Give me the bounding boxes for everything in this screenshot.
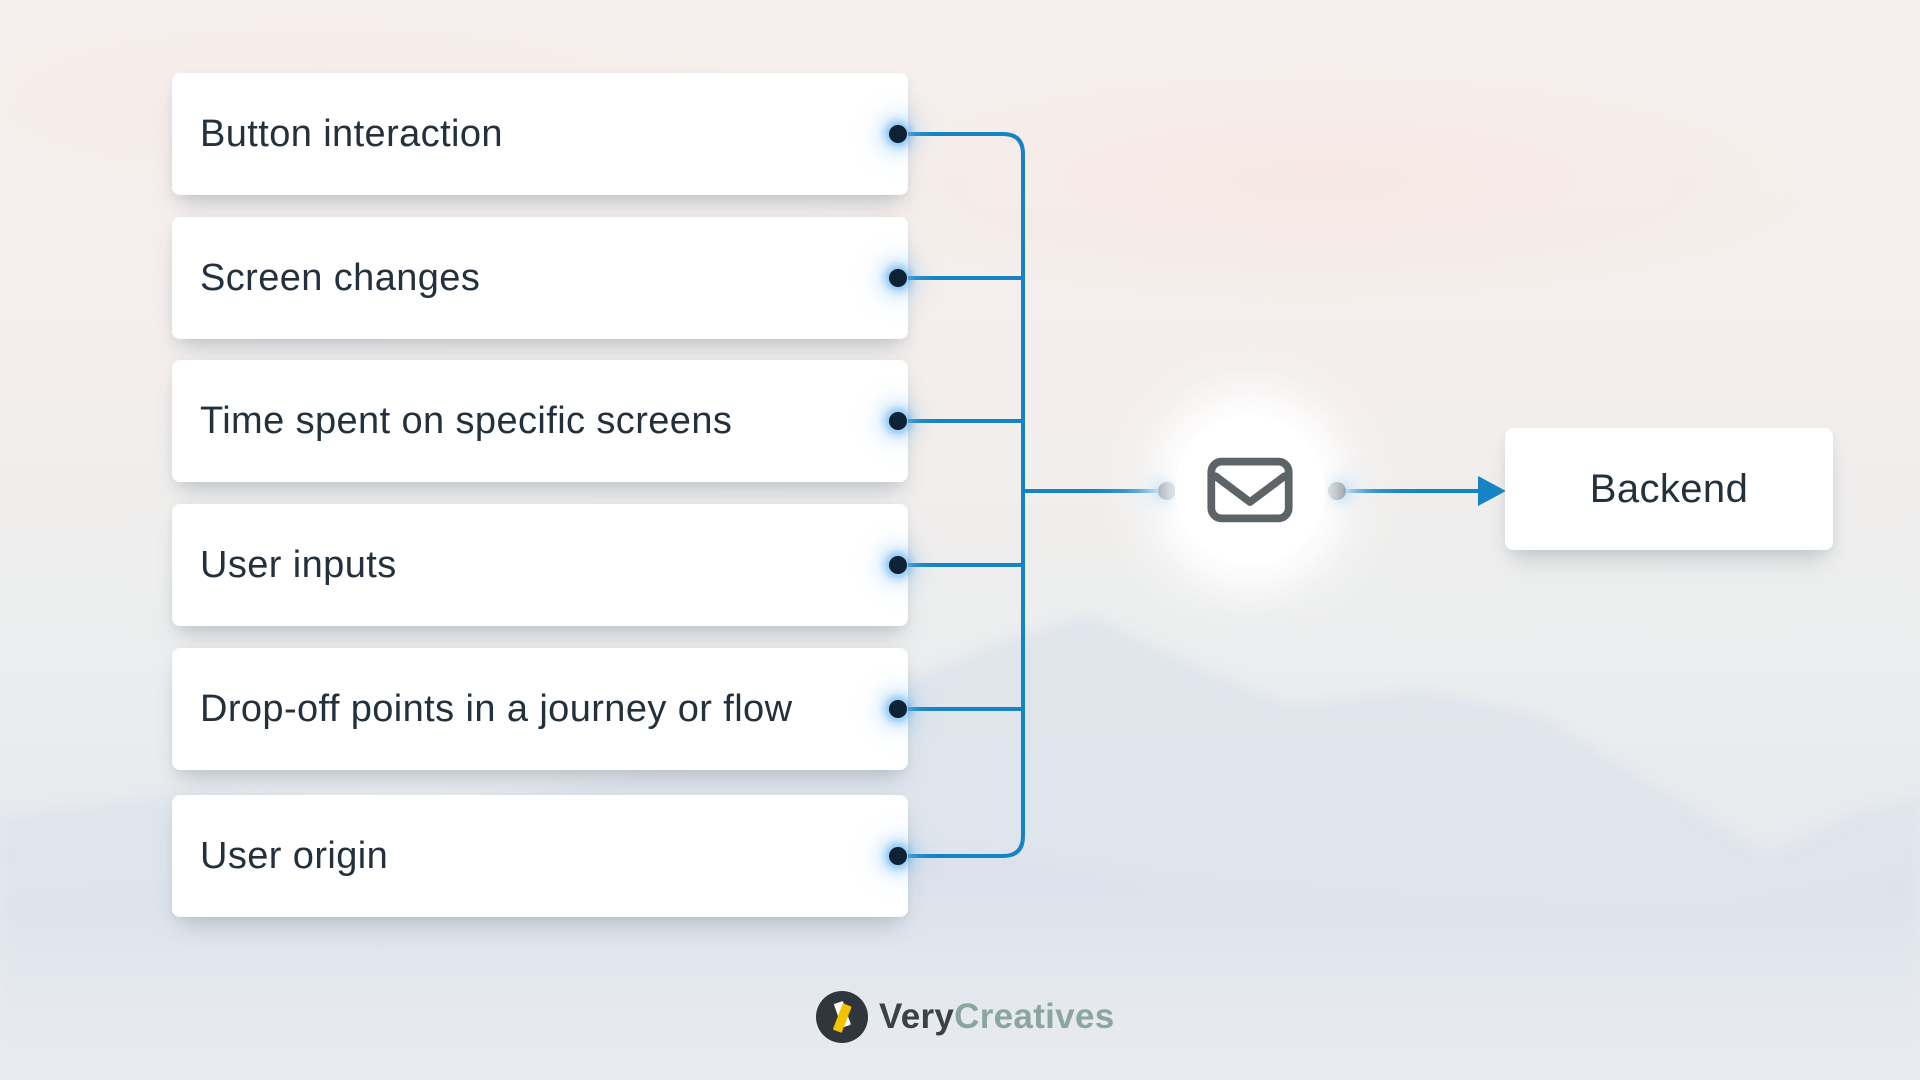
event-card-label: Screen changes bbox=[200, 256, 481, 299]
backend-card: Backend bbox=[1505, 428, 1833, 550]
event-card-label: Time spent on specific screens bbox=[200, 399, 733, 442]
verycreatives-v-icon bbox=[816, 991, 868, 1043]
event-card-screen-changes: Screen changes bbox=[172, 217, 908, 339]
event-card-user-inputs: User inputs bbox=[172, 504, 908, 626]
connector-dot bbox=[889, 412, 907, 430]
brand-word-creatives: Creatives bbox=[954, 997, 1115, 1036]
event-card-time-spent: Time spent on specific screens bbox=[172, 360, 908, 482]
connector-dot bbox=[1328, 482, 1346, 500]
arrowhead-icon bbox=[1478, 476, 1506, 506]
brand-word-very: Very bbox=[879, 997, 955, 1036]
event-card-button-interaction: Button interaction bbox=[172, 73, 908, 195]
trunk-line bbox=[896, 132, 1025, 858]
connector-dot bbox=[889, 125, 907, 143]
verycreatives-wordmark: VeryCreatives bbox=[879, 997, 1114, 1037]
event-card-drop-off-points: Drop-off points in a journey or flow bbox=[172, 648, 908, 770]
message-hub-circle bbox=[1175, 415, 1325, 565]
event-card-user-origin: User origin bbox=[172, 795, 908, 917]
event-card-label: Button interaction bbox=[200, 112, 503, 155]
connector-dot bbox=[889, 847, 907, 865]
envelope-icon bbox=[1207, 457, 1293, 523]
event-card-label: Drop-off points in a journey or flow bbox=[200, 687, 793, 730]
connector-dot bbox=[889, 700, 907, 718]
event-card-label: User inputs bbox=[200, 543, 397, 586]
event-card-label: User origin bbox=[200, 834, 389, 877]
connector-dot bbox=[889, 556, 907, 574]
verycreatives-logo: VeryCreatives bbox=[816, 990, 1114, 1044]
backend-label: Backend bbox=[1589, 466, 1749, 511]
connector-dot bbox=[1158, 482, 1176, 500]
connector-dot bbox=[889, 269, 907, 287]
